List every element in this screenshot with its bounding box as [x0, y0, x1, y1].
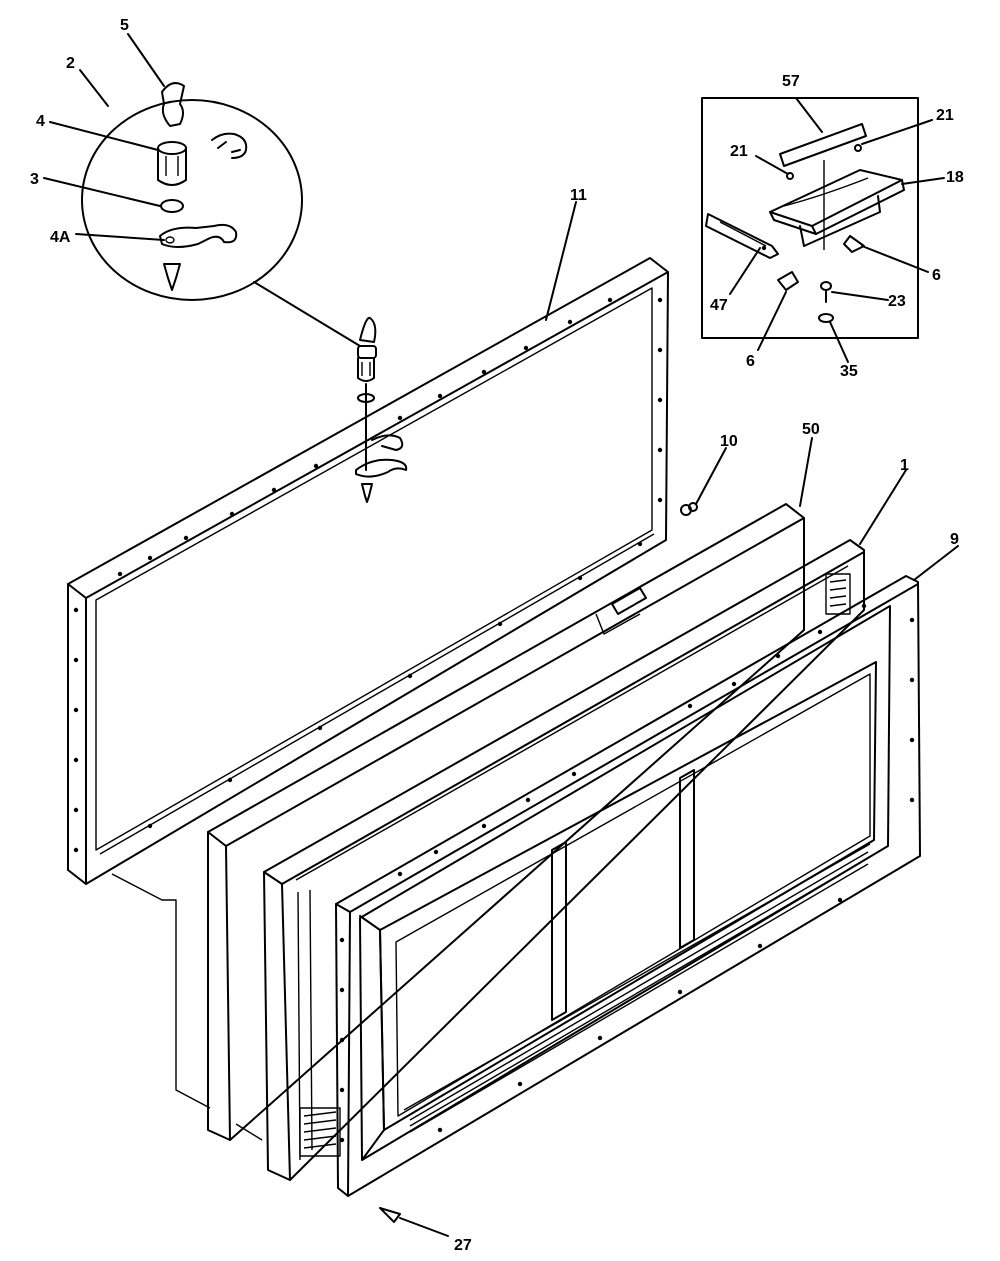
liner-vent-grille-right — [825, 573, 851, 615]
screw-part-23 — [820, 281, 832, 303]
leader-lines-hinge — [43, 33, 361, 347]
callout-4a: 4A — [50, 229, 71, 246]
callout-labels: 5 2 4 3 4A 11 57 21 21 18 6 47 23 6 35 1… — [30, 17, 964, 1254]
callout-35: 35 — [840, 363, 858, 380]
window-divider-right — [679, 769, 695, 949]
strip-part-57 — [779, 123, 867, 167]
hinge-plate-part-4a — [159, 223, 238, 248]
callout-21-right: 21 — [936, 107, 954, 124]
callout-50: 50 — [802, 421, 820, 438]
door-frame-part-9 — [335, 575, 921, 1197]
liner-vent-grille — [299, 1107, 341, 1157]
callout-6-right: 6 — [932, 267, 941, 284]
window-divider-left — [551, 841, 567, 1021]
washer-part-35 — [818, 313, 834, 323]
hinge-clip — [211, 132, 248, 159]
hinge-assembly — [355, 316, 408, 503]
callout-57: 57 — [782, 73, 800, 90]
callout-23: 23 — [888, 293, 906, 310]
callout-11: 11 — [570, 187, 587, 204]
insulation-panel-part-50 — [207, 503, 805, 1141]
washer-part-6-left — [777, 271, 799, 291]
callout-4: 4 — [36, 113, 45, 130]
screw-part-27 — [379, 1207, 449, 1237]
latch-detail-box — [701, 97, 945, 363]
screw-part-21-left — [786, 172, 794, 180]
callout-9: 9 — [950, 531, 959, 548]
gasket-frame-rivets — [73, 297, 663, 853]
callout-5: 5 — [120, 17, 129, 34]
callout-1: 1 — [900, 457, 909, 474]
callout-27: 27 — [454, 1237, 472, 1254]
handle-bracket — [611, 587, 647, 615]
leader-lines-main — [545, 201, 959, 581]
strike-part-47 — [705, 213, 779, 259]
bushing-part-4 — [157, 141, 187, 186]
screw-part-10 — [680, 502, 698, 516]
callout-47: 47 — [710, 297, 728, 314]
callout-21-left: 21 — [730, 143, 748, 160]
callout-6-left: 6 — [746, 353, 755, 370]
hinge-detail-callout — [81, 82, 303, 301]
washer-part-6-right — [843, 235, 865, 253]
door-frame-rivets — [339, 603, 915, 1143]
gasket-frame-part-11 — [67, 257, 669, 1109]
callout-10: 10 — [720, 433, 738, 450]
frame-bottom-grille — [409, 851, 869, 1133]
callout-3: 3 — [30, 171, 39, 188]
knob-part-5 — [161, 82, 185, 127]
washer-part-3 — [160, 199, 184, 213]
door-liner-part-1 — [263, 539, 865, 1181]
callout-2: 2 — [66, 55, 75, 72]
callout-18: 18 — [946, 169, 964, 186]
screw-part — [163, 263, 181, 291]
screw-part-21-right — [854, 144, 862, 152]
